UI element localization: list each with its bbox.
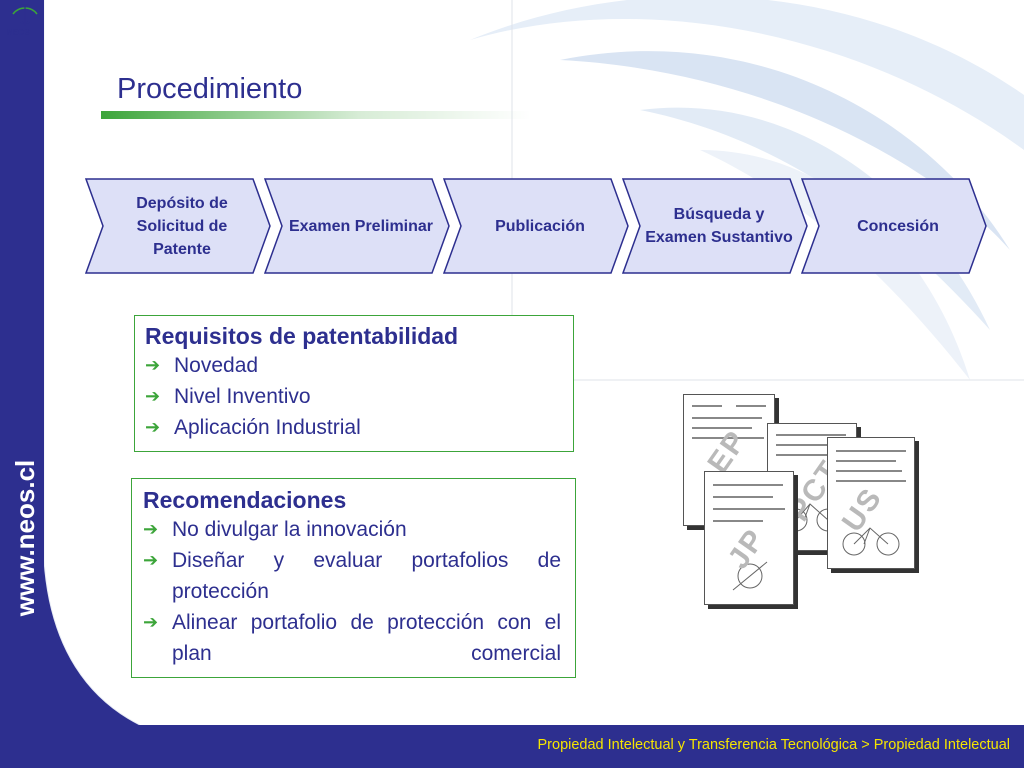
arrow-right-icon: ➔ bbox=[143, 550, 159, 570]
arrow-right-icon: ➔ bbox=[145, 386, 161, 406]
neos-logo-icon bbox=[12, 4, 38, 26]
sidebar bbox=[0, 0, 44, 768]
arrow-right-icon: ➔ bbox=[143, 612, 159, 632]
list-item: ➔ Diseñar y evaluar portafolios de prote… bbox=[143, 545, 564, 607]
footer-text: Propiedad Intelectual y Transferencia Te… bbox=[537, 737, 1011, 753]
step-publicacion: Publicación bbox=[443, 178, 630, 274]
step-label: Búsqueda y Examen Sustantivo bbox=[645, 206, 793, 246]
list-item: ➔ Aplicación Industrial bbox=[145, 412, 563, 443]
step-concesion: Concesión bbox=[801, 178, 988, 274]
step-busqueda-examen: Búsqueda y Examen Sustantivo bbox=[622, 178, 809, 274]
recomendaciones-box: Recomendaciones ➔ No divulgar la innovac… bbox=[131, 478, 576, 678]
logo-text: NEOS bbox=[7, 28, 30, 37]
chevron-shape bbox=[264, 178, 450, 274]
step-label: Publicación bbox=[495, 217, 585, 235]
list-item: ➔ No divulgar la innovación bbox=[143, 514, 564, 545]
chevron-shape bbox=[622, 178, 808, 274]
slide-title: Procedimiento bbox=[117, 73, 303, 105]
list-item: ➔ Nivel Inventivo bbox=[145, 381, 563, 412]
requisitos-box: Requisitos de patentabilidad ➔ Novedad ➔… bbox=[134, 315, 574, 452]
arrow-right-icon: ➔ bbox=[143, 519, 159, 539]
step-label: Examen Preliminar bbox=[288, 217, 434, 235]
device-drawing-icon bbox=[732, 561, 768, 591]
step-label: Depósito de Solicitud de Patente bbox=[136, 194, 228, 258]
chevron-shape bbox=[443, 178, 629, 274]
step-label: Concesión bbox=[857, 217, 939, 235]
step-deposito: Depósito de Solicitud de Patente bbox=[85, 178, 272, 274]
step-examen-preliminar: Examen Preliminar bbox=[264, 178, 451, 274]
patent-document-us: US bbox=[827, 437, 915, 569]
arrow-right-icon: ➔ bbox=[145, 417, 161, 437]
requisitos-title: Requisitos de patentabilidad bbox=[145, 323, 459, 349]
sidebar-url[interactable]: www.neos.cl bbox=[10, 459, 40, 617]
bicycle-drawing-icon bbox=[842, 527, 900, 556]
list-item: ➔ Alinear portafolio de protección con e… bbox=[143, 607, 564, 669]
title-underline bbox=[101, 111, 531, 119]
arrow-right-icon: ➔ bbox=[145, 355, 161, 375]
footer-bar bbox=[0, 725, 1024, 768]
recomendaciones-title: Recomendaciones bbox=[143, 487, 347, 513]
list-item: ➔ Novedad bbox=[145, 350, 563, 381]
chevron-shape bbox=[85, 178, 271, 274]
patent-document-jp: JP bbox=[704, 471, 794, 605]
chevron-shape bbox=[801, 178, 987, 274]
